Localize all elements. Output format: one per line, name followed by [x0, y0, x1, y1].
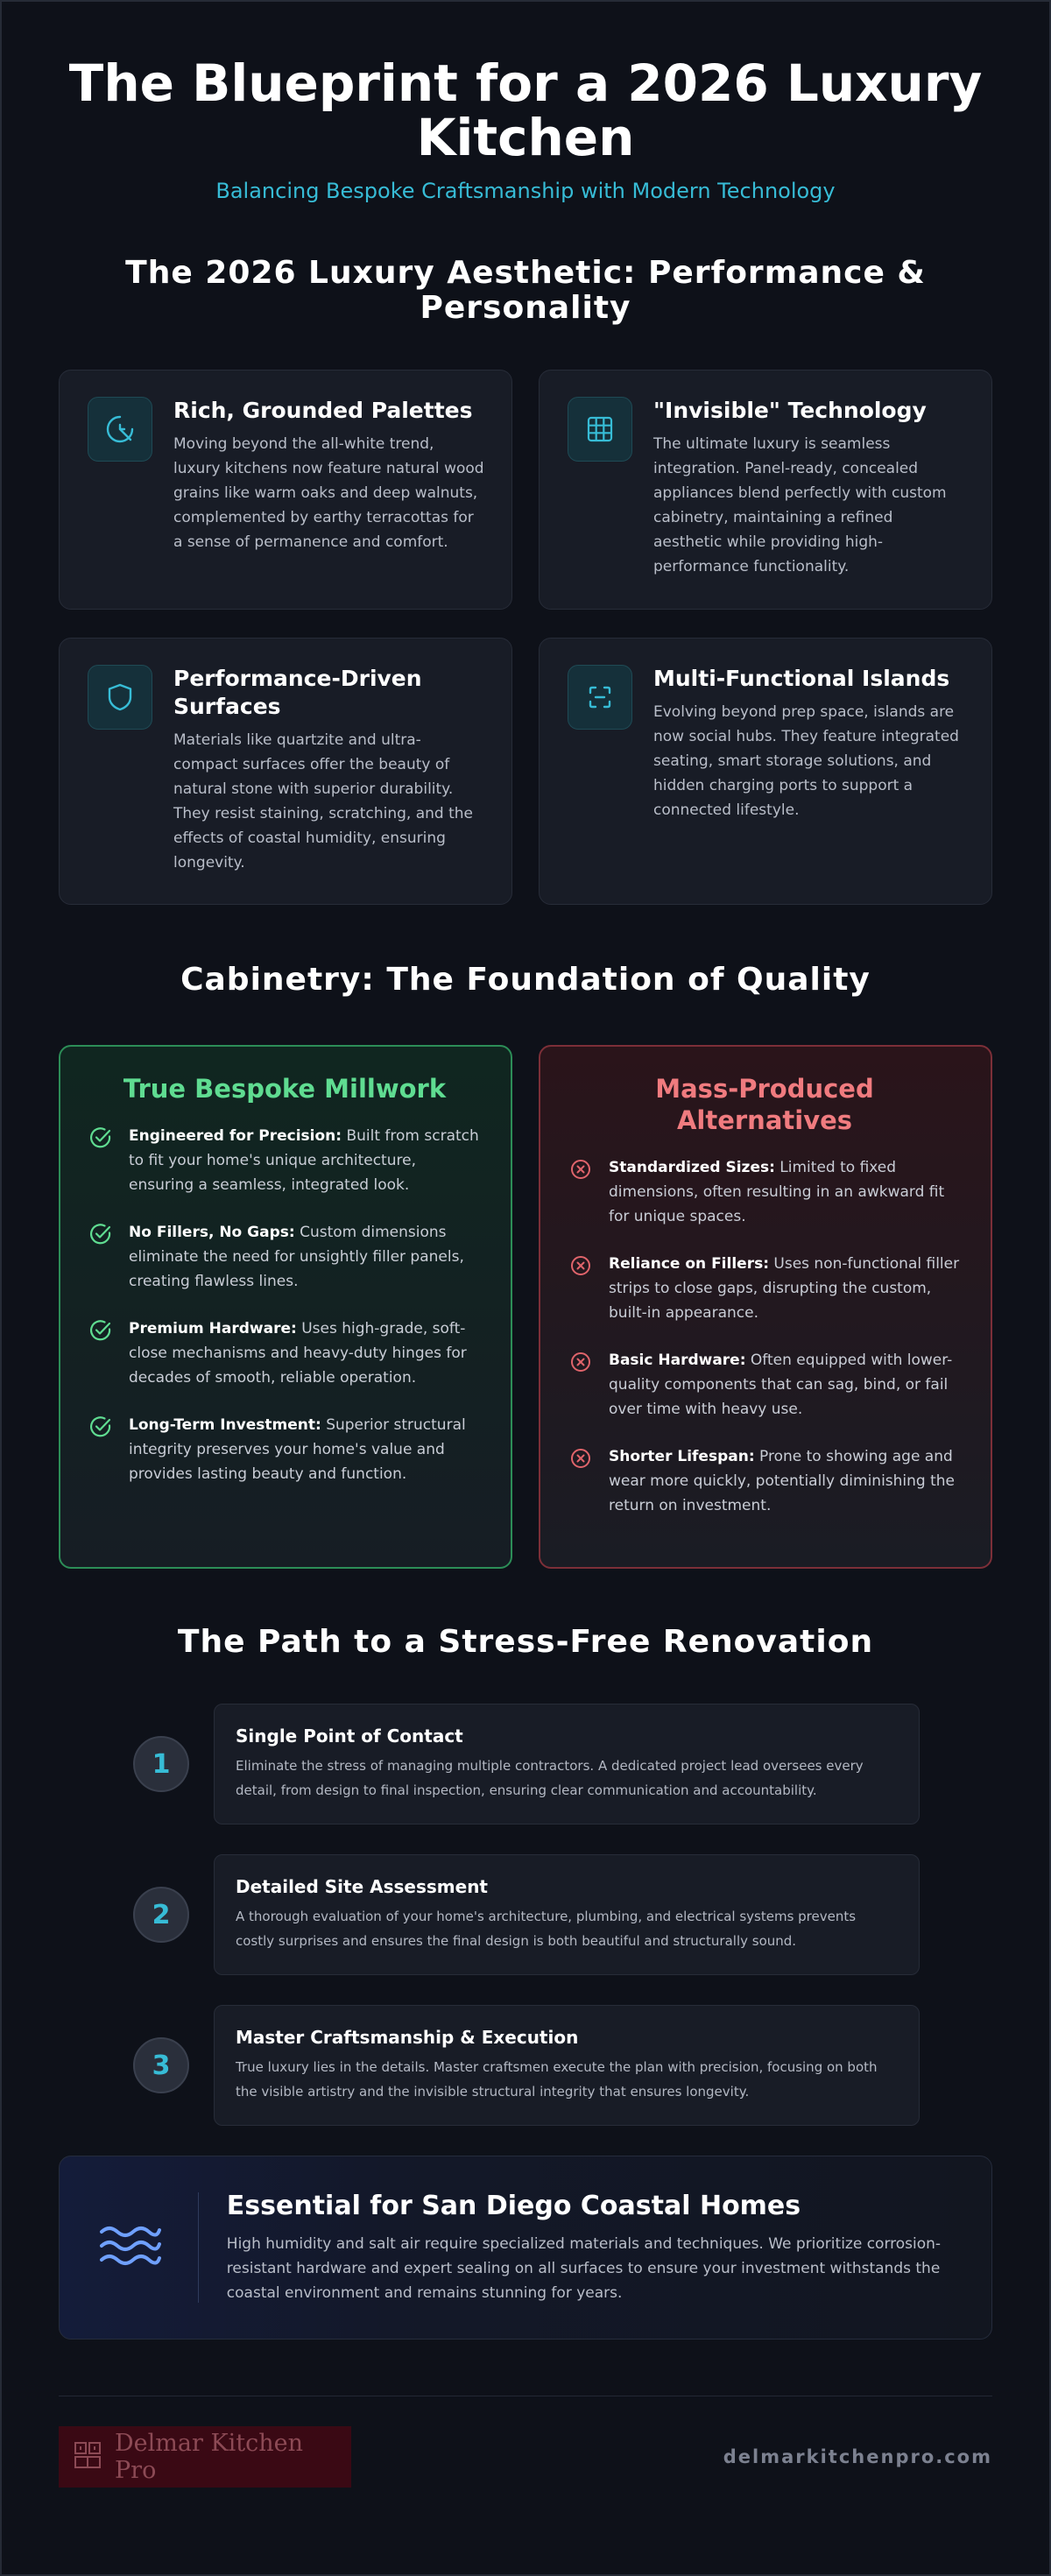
mass-produced-title: Mass-Produced Alternatives — [655, 1074, 874, 1135]
palette-icon — [88, 397, 152, 462]
item-text: Uses non-functional filler strips to clo… — [609, 1255, 960, 1322]
item-bold: Premium Hardware: — [129, 1320, 297, 1337]
check-circle-icon — [88, 1124, 113, 1197]
renovation-steps: 1 Single Point of Contact Eliminate the … — [131, 1704, 920, 2126]
step-title: Master Craftsmanship & Execution — [236, 2027, 579, 2048]
list-item: Long-Term Investment: Superior structura… — [88, 1413, 481, 1486]
aesthetic-card-islands: Multi-Functional Islands Evolving beyond… — [539, 638, 992, 905]
item-bold: No Fillers, No Gaps: — [129, 1224, 295, 1241]
aesthetic-section-title: The 2026 Luxury Aesthetic: Performance &… — [125, 255, 926, 326]
item-bold: Engineered for Precision: — [129, 1127, 342, 1145]
waves-icon — [98, 2220, 163, 2276]
check-circle-icon — [88, 1413, 113, 1486]
item-text: Uses high-grade, soft-close mechanisms a… — [129, 1320, 467, 1387]
card-text: Evolving beyond prep space, islands are … — [653, 703, 959, 819]
item-text: Limited to fixed dimensions, often resul… — [609, 1159, 945, 1225]
list-item: Shorter Lifespan: Prone to showing age a… — [568, 1444, 961, 1518]
list-item: No Fillers, No Gaps: Custom dimensions e… — [88, 1220, 481, 1294]
item-bold: Basic Hardware: — [609, 1352, 746, 1369]
item-text: Custom dimensions eliminate the need for… — [129, 1224, 464, 1290]
mass-produced-panel: Mass-Produced Alternatives Standardized … — [539, 1045, 992, 1569]
check-circle-icon — [88, 1220, 113, 1294]
x-circle-icon — [568, 1155, 593, 1229]
logo-text: Delmar Kitchen Pro — [115, 2430, 303, 2484]
path-section-title: The Path to a Stress-Free Renovation — [177, 1624, 874, 1660]
step-item: 3 Master Craftsmanship & Execution True … — [131, 2005, 920, 2126]
kitchen-cabinet-icon — [73, 2440, 102, 2474]
card-text: Materials like quartzite and ultra-compa… — [173, 731, 473, 872]
item-bold: Long-Term Investment: — [129, 1416, 321, 1434]
cabinetry-comparison: True Bespoke Millwork Engineered for Pre… — [59, 1045, 992, 1569]
step-card: Detailed Site Assessment A thorough eval… — [214, 1854, 920, 1975]
list-item: Premium Hardware: Uses high-grade, soft-… — [88, 1316, 481, 1390]
step-title: Detailed Site Assessment — [236, 1876, 488, 1897]
list-item: Engineered for Precision: Built from scr… — [88, 1124, 481, 1197]
coastal-text: High humidity and salt air require speci… — [226, 2235, 942, 2302]
page-title: The Blueprint for a 2026 Luxury Kitchen — [68, 53, 983, 167]
aesthetic-card-palettes: Rich, Grounded Palettes Moving beyond th… — [59, 370, 512, 610]
item-text: Often equipped with lower-quality compon… — [609, 1352, 953, 1418]
card-title: "Invisible" Technology — [653, 398, 927, 423]
step-number: 3 — [133, 2037, 189, 2093]
step-card: Single Point of Contact Eliminate the st… — [214, 1704, 920, 1824]
aesthetic-card-surfaces: Performance-Driven Surfaces Materials li… — [59, 638, 512, 905]
step-item: 2 Detailed Site Assessment A thorough ev… — [131, 1854, 920, 1975]
x-circle-icon — [568, 1444, 593, 1518]
step-title: Single Point of Contact — [236, 1726, 463, 1747]
step-number: 1 — [133, 1736, 189, 1792]
item-text: Superior structural integrity preserves … — [129, 1416, 466, 1483]
aesthetic-card-technology: "Invisible" Technology The ultimate luxu… — [539, 370, 992, 610]
list-item: Basic Hardware: Often equipped with lowe… — [568, 1348, 961, 1422]
card-text: Moving beyond the all-white trend, luxur… — [173, 435, 484, 551]
check-circle-icon — [88, 1316, 113, 1390]
coastal-title: Essential for San Diego Coastal Homes — [226, 2191, 801, 2221]
brand-logo[interactable]: Delmar Kitchen Pro — [59, 2426, 351, 2488]
page-subtitle: Balancing Bespoke Craftsmanship with Mod… — [215, 179, 836, 203]
x-circle-icon — [568, 1348, 593, 1422]
bespoke-title: True Bespoke Millwork — [123, 1074, 447, 1104]
step-text: True luxury lies in the details. Master … — [236, 2059, 878, 2100]
island-frame-icon — [568, 665, 632, 730]
card-title: Performance-Driven Surfaces — [173, 666, 422, 719]
item-text: Built from scratch to fit your home's un… — [129, 1127, 479, 1194]
shield-icon — [88, 665, 152, 730]
hero: The Blueprint for a 2026 Luxury Kitchen … — [2, 2, 1049, 203]
grid-chip-icon — [568, 397, 632, 462]
card-title: Multi-Functional Islands — [653, 666, 950, 691]
step-text: A thorough evaluation of your home's arc… — [236, 1909, 857, 1949]
item-bold: Standardized Sizes: — [609, 1159, 775, 1176]
item-bold: Reliance on Fillers: — [609, 1255, 769, 1273]
item-bold: Shorter Lifespan: — [609, 1448, 755, 1465]
cabinetry-section-title: Cabinetry: The Foundation of Quality — [180, 962, 871, 998]
card-text: The ultimate luxury is seamless integrat… — [653, 435, 947, 575]
item-text: Prone to showing age and wear more quick… — [609, 1448, 956, 1514]
website-link[interactable]: delmarkitchenpro.com — [723, 2446, 992, 2467]
bespoke-panel: True Bespoke Millwork Engineered for Pre… — [59, 1045, 512, 1569]
footer: Delmar Kitchen Pro delmarkitchenpro.com — [59, 2396, 992, 2488]
step-item: 1 Single Point of Contact Eliminate the … — [131, 1704, 920, 1824]
step-text: Eliminate the stress of managing multipl… — [236, 1758, 864, 1798]
list-item: Reliance on Fillers: Uses non-functional… — [568, 1252, 961, 1325]
list-item: Standardized Sizes: Limited to fixed dim… — [568, 1155, 961, 1229]
aesthetic-cards: Rich, Grounded Palettes Moving beyond th… — [59, 370, 992, 905]
callout-divider — [198, 2192, 199, 2303]
step-number: 2 — [133, 1887, 189, 1943]
card-title: Rich, Grounded Palettes — [173, 398, 473, 423]
x-circle-icon — [568, 1252, 593, 1325]
coastal-callout: Essential for San Diego Coastal Homes Hi… — [59, 2156, 992, 2340]
step-card: Master Craftsmanship & Execution True lu… — [214, 2005, 920, 2126]
